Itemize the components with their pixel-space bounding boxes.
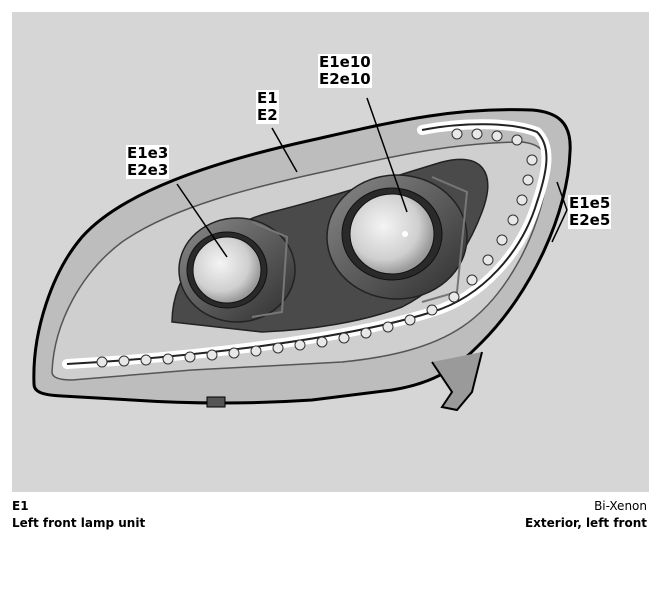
callout-e1-line2: E2 bbox=[256, 106, 279, 124]
callout-e1e10: E1e10 E2e10 bbox=[318, 54, 372, 88]
low-beam-projector bbox=[178, 217, 296, 323]
mount-bracket bbox=[431, 351, 483, 412]
callout-e1e3-line2: E2e3 bbox=[126, 161, 170, 179]
headlamp-drawing bbox=[32, 97, 572, 412]
callout-e1e3: E1e3 E2e3 bbox=[126, 144, 170, 179]
view-description: Exterior, left front bbox=[524, 516, 647, 530]
callout-e1e5-line2: E2e5 bbox=[568, 211, 612, 229]
callout-e1e3-line1: E1e3 bbox=[126, 144, 170, 162]
caption-left: E1 Left front lamp unit bbox=[12, 498, 145, 532]
lamp-variant: Bi-Xenon bbox=[594, 499, 647, 513]
leader-lines bbox=[176, 97, 568, 258]
component-name: Left front lamp unit bbox=[12, 516, 146, 530]
callout-e1-line1: E1 bbox=[256, 89, 279, 107]
caption-right: Bi-Xenon Exterior, left front bbox=[525, 498, 647, 532]
figure-caption: E1 Left front lamp unit Bi-Xenon Exterio… bbox=[12, 498, 649, 538]
callout-e1e10-line2: E2e10 bbox=[318, 70, 372, 88]
led-row bbox=[96, 128, 538, 368]
component-code: E1 bbox=[12, 499, 29, 513]
high-beam-projector bbox=[326, 174, 469, 303]
callout-e1: E1 E2 bbox=[256, 90, 279, 124]
callout-e1e10-line1: E1e10 bbox=[318, 53, 372, 71]
callout-e1e5: E1e5 E2e5 bbox=[568, 194, 612, 229]
headlamp-illustration: E1e10 E2e10 E1 E2 E1e3 E2e3 E1e5 E2e5 bbox=[12, 12, 649, 492]
callout-e1e5-line1: E1e5 bbox=[568, 194, 612, 212]
